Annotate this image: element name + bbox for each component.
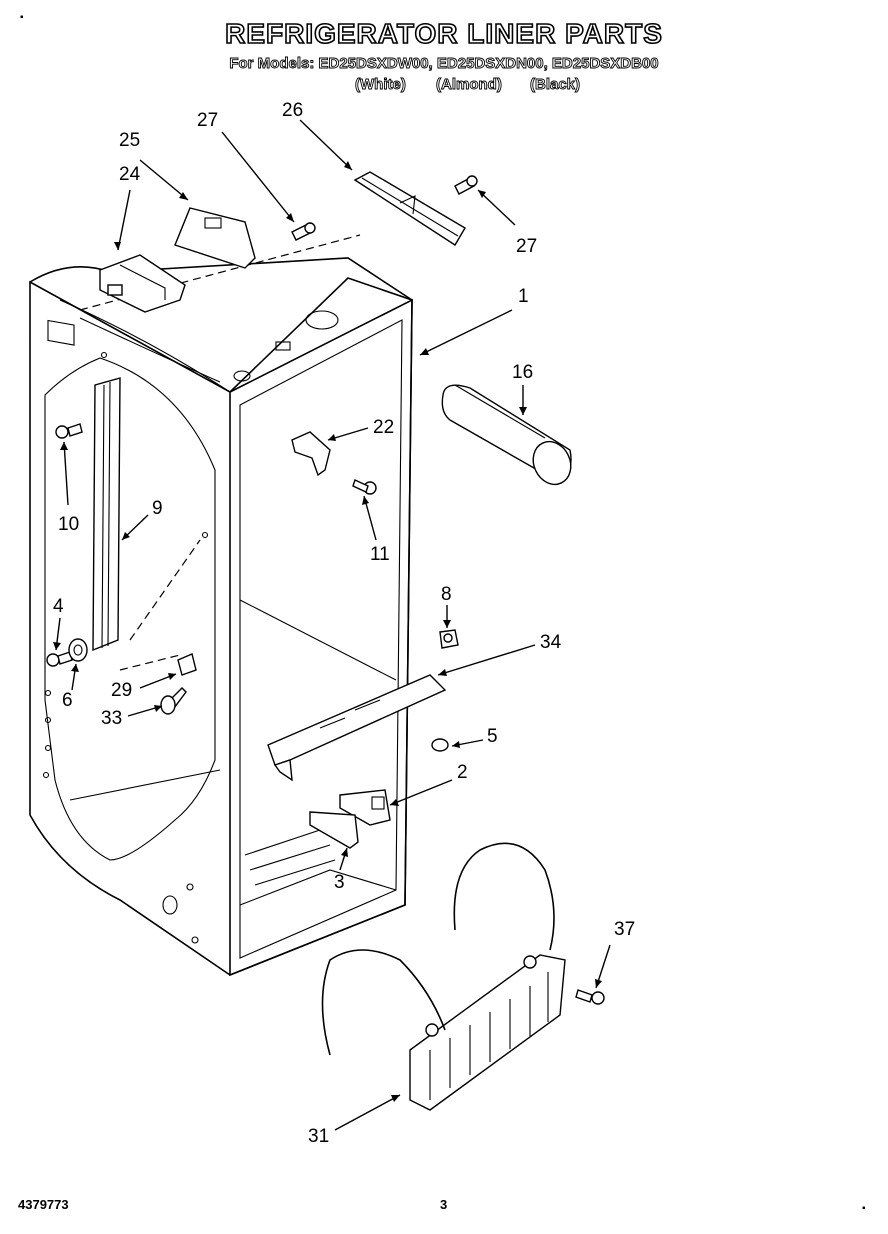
leader-arrows [53,119,611,1131]
callout-1: 1 [518,286,529,307]
page-number: 3 [440,1197,448,1212]
models-line: For Models: ED25DSXDW00, ED25DSXDN00, ED… [229,55,659,73]
page-title: REFRIGERATOR LINER PARTS [224,17,663,50]
callout-26: 26 [282,100,303,121]
callout-27: 27 [516,236,537,257]
callout-22: 22 [373,417,394,438]
part-33-pin [160,687,187,715]
callout-11: 11 [370,544,390,565]
callout-34: 34 [540,632,562,653]
callout-5: 5 [487,726,498,747]
callout-29: 29 [111,680,132,701]
part-10-screw [55,423,83,439]
part-4-screw [46,651,73,667]
part-5-grommet [431,738,449,752]
part-9-shelf-rail [92,377,121,652]
callout-25: 25 [119,130,140,151]
part-6-roller [68,638,88,662]
part-31-heater [321,842,566,1111]
callout-4: 4 [53,596,64,617]
part-37-screw [575,989,605,1005]
callout-6: 6 [62,690,73,711]
callout-10: 10 [58,514,79,535]
corner-mark: ▪ [862,1203,866,1214]
document-number: 4379773 [18,1197,69,1212]
part-25-bracket [174,207,256,269]
callout-8: 8 [441,584,452,605]
part-26-rail [353,171,466,246]
part-2-bracket [339,789,391,826]
corner-mark: ▪ [20,12,24,23]
callout-3: 3 [334,872,345,893]
part-27-screw [454,175,478,195]
callout-24: 24 [119,164,141,185]
callout-2: 2 [457,762,468,783]
part-24-housing [99,254,186,313]
liner-body [29,234,413,977]
color-almond-label: (Almond) [436,76,503,94]
callout-31: 31 [308,1126,329,1147]
part-22-bracket [291,431,331,477]
part-27-screw [291,222,316,241]
part-16-duct [441,384,572,486]
part-11-screw [352,479,377,495]
callout-27: 27 [197,110,218,131]
color-black-label: (Black) [530,76,581,94]
color-white-label: (White) [355,76,407,94]
part-29-clip [177,653,197,676]
callout-9: 9 [152,498,163,519]
part-34-cover [267,674,447,782]
part-8-clip [439,629,459,649]
part-3-bracket [309,811,359,849]
callout-16: 16 [512,362,533,383]
callout-33: 33 [101,708,122,729]
callout-37: 37 [614,919,635,940]
